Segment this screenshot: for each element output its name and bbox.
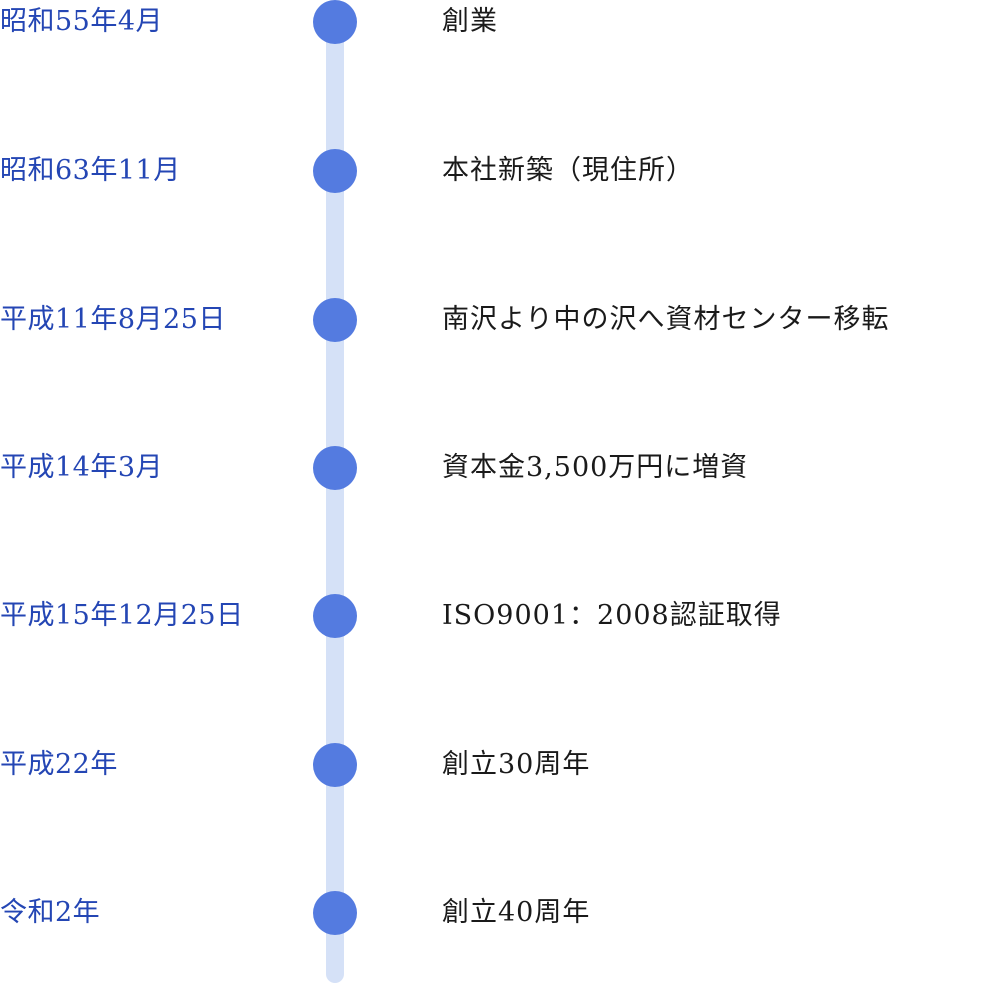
timeline-item: 昭和63年11月 本社新築（現住所） (0, 149, 1000, 193)
timeline-event: 創立30周年 (442, 749, 591, 780)
timeline-item: 平成11年8月25日 南沢より中の沢へ資材センター移転 (0, 298, 1000, 342)
timeline-dot (313, 891, 357, 935)
timeline-event: 創立40周年 (442, 897, 591, 928)
timeline-event: 本社新築（現住所） (442, 155, 694, 186)
timeline-date: 昭和63年11月 (0, 155, 181, 186)
timeline-dot (313, 149, 357, 193)
timeline-date: 平成14年3月 (0, 452, 164, 483)
timeline-date: 昭和55年4月 (0, 6, 164, 37)
timeline-event: 南沢より中の沢へ資材センター移転 (442, 304, 890, 335)
timeline-dot (313, 0, 357, 44)
timeline-event: 創業 (442, 6, 498, 37)
timeline-event: 資本金3,500万円に増資 (442, 452, 749, 483)
timeline-date: 平成15年12月25日 (0, 600, 244, 631)
timeline-event: ISO9001：2008認証取得 (442, 600, 782, 631)
timeline-item: 令和2年 創立40周年 (0, 891, 1000, 935)
timeline-dot (313, 446, 357, 490)
timeline-line (326, 22, 344, 983)
timeline-dot (313, 743, 357, 787)
timeline-item: 平成15年12月25日 ISO9001：2008認証取得 (0, 594, 1000, 638)
timeline-date: 平成11年8月25日 (0, 304, 226, 335)
timeline-item: 平成22年 創立30周年 (0, 743, 1000, 787)
timeline-item: 昭和55年4月 創業 (0, 0, 1000, 44)
timeline-dot (313, 298, 357, 342)
timeline-item: 平成14年3月 資本金3,500万円に増資 (0, 446, 1000, 490)
timeline-date: 令和2年 (0, 897, 101, 928)
timeline-date: 平成22年 (0, 749, 118, 780)
timeline-dot (313, 594, 357, 638)
